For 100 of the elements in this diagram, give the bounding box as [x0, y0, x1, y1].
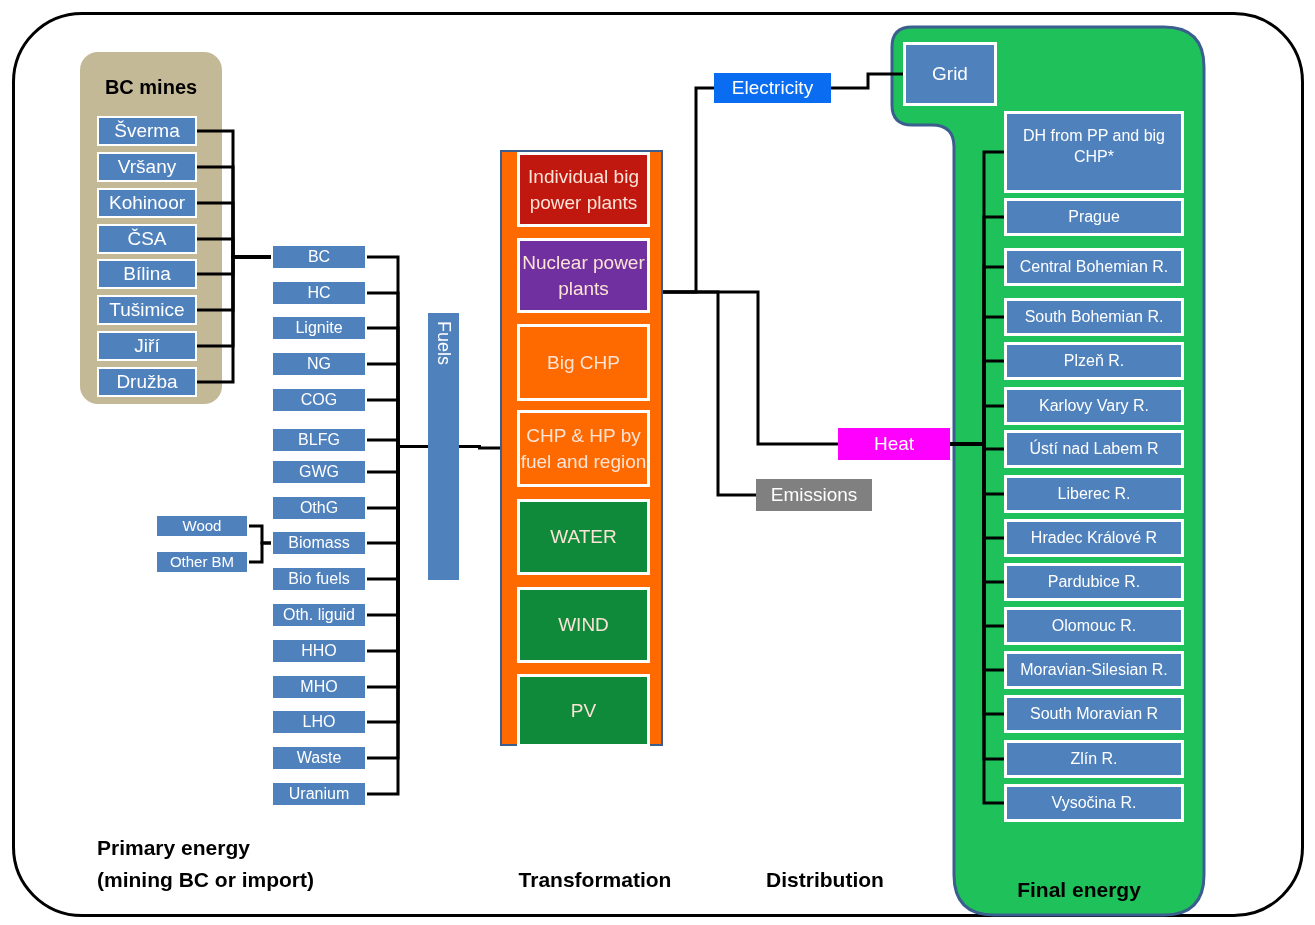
process-box	[271, 280, 367, 306]
box-label: Lignite	[295, 318, 343, 338]
box-label: Ústí nad Labem R	[1029, 438, 1159, 459]
process-box	[97, 224, 197, 254]
process-box	[1004, 298, 1184, 336]
connector-line	[831, 72, 903, 90]
box-label: HC	[307, 283, 331, 303]
box-label: PV	[570, 698, 597, 723]
process-box	[97, 331, 197, 361]
box-label: OthG	[299, 498, 339, 518]
box-label: CHP & HP by fuel and region	[520, 423, 647, 474]
group-title: Final energy	[1017, 876, 1141, 903]
process-box	[517, 410, 650, 487]
process-box	[1004, 475, 1184, 513]
box-label: South Bohemian R.	[1024, 307, 1164, 327]
process-box	[1004, 519, 1184, 557]
process-box	[97, 152, 197, 182]
box-label: Nuclear power plants	[521, 250, 646, 301]
group-title: BC mines	[104, 75, 198, 100]
box-label: Vršany	[117, 154, 177, 179]
box-label: WIND	[558, 613, 609, 638]
process-box	[517, 324, 650, 401]
process-box	[1004, 387, 1184, 425]
connector-line	[663, 290, 756, 497]
box-label: Liberec R.	[1057, 484, 1131, 504]
process-box	[903, 42, 997, 106]
box-label: Biomass	[288, 533, 350, 553]
process-box	[271, 602, 367, 628]
process-box	[517, 587, 650, 663]
process-box	[155, 514, 249, 538]
process-box	[838, 428, 950, 460]
box-label: Big CHP	[547, 350, 620, 375]
box-label: Karlovy Vary R.	[1039, 396, 1149, 416]
box-label: Oth. liguid	[282, 605, 355, 625]
process-box	[1004, 784, 1184, 822]
box-label: Fuels	[433, 321, 455, 365]
box-label: Emissions	[770, 482, 858, 507]
box-label: COG	[300, 390, 338, 410]
box-label: Hradec Králové R	[1030, 528, 1158, 548]
process-box	[1004, 651, 1184, 689]
process-box	[97, 367, 197, 397]
process-box	[271, 638, 367, 664]
box-label: Pardubice R.	[1047, 572, 1141, 592]
box-label: HHO	[301, 641, 337, 661]
process-box	[1004, 740, 1184, 778]
process-box	[714, 73, 831, 103]
group-panel	[80, 52, 222, 404]
box-label: Prague	[1068, 207, 1120, 227]
box-label: Kohinoor	[108, 190, 186, 215]
process-box	[271, 530, 367, 556]
process-box	[97, 188, 197, 218]
process-box	[97, 295, 197, 325]
process-box	[271, 781, 367, 807]
process-box	[1004, 430, 1184, 468]
box-label: MHO	[300, 677, 338, 697]
box-label: ČSA	[127, 226, 167, 251]
process-box	[1004, 198, 1184, 236]
box-label: Waste	[296, 748, 342, 768]
connector-line	[197, 255, 271, 384]
box-label: Zlín R.	[1070, 749, 1118, 769]
section-caption: Transformation	[517, 867, 673, 893]
process-box	[1004, 607, 1184, 645]
box-label: Vysočina R.	[1051, 793, 1137, 813]
transformation-column	[500, 150, 663, 746]
box-label: Other BM	[169, 551, 235, 572]
box-label: Bio fuels	[288, 569, 350, 589]
box-label: BC	[307, 247, 331, 267]
process-box	[1004, 248, 1184, 286]
process-box	[271, 315, 367, 341]
process-box	[1004, 563, 1184, 601]
process-box	[271, 351, 367, 377]
box-label: Moravian-Silesian R.	[1020, 660, 1168, 680]
process-box	[271, 495, 367, 521]
process-box	[517, 499, 650, 575]
box-label: Družba	[116, 369, 178, 394]
box-label: Wood	[182, 515, 222, 536]
process-box	[271, 566, 367, 592]
process-box	[1004, 111, 1184, 193]
process-box	[271, 387, 367, 413]
process-box	[756, 479, 872, 511]
connector-line	[459, 445, 500, 450]
box-label: WATER	[550, 525, 617, 550]
box-label: Šverma	[114, 118, 180, 143]
box-label: Heat	[873, 431, 915, 456]
box-label: Olomouc R.	[1051, 616, 1137, 636]
box-label: Tušimice	[109, 297, 185, 322]
box-label: DH from PP and big CHP*	[1022, 126, 1166, 167]
process-box	[517, 238, 650, 313]
box-label: Central Bohemian R.	[1019, 257, 1169, 277]
box-label: Electricity	[731, 75, 814, 100]
box-label: South Moravian R	[1029, 704, 1159, 724]
process-box	[517, 152, 650, 227]
box-label: NG	[307, 354, 331, 374]
box-label: GWG	[299, 462, 339, 482]
box-label: Grid	[932, 61, 968, 86]
process-box	[155, 550, 249, 574]
section-caption: Primary energy (mining BC or import)	[97, 835, 315, 893]
process-box	[271, 674, 367, 700]
box-label: Jiří	[134, 333, 160, 358]
box-label: BLFG	[298, 430, 340, 450]
